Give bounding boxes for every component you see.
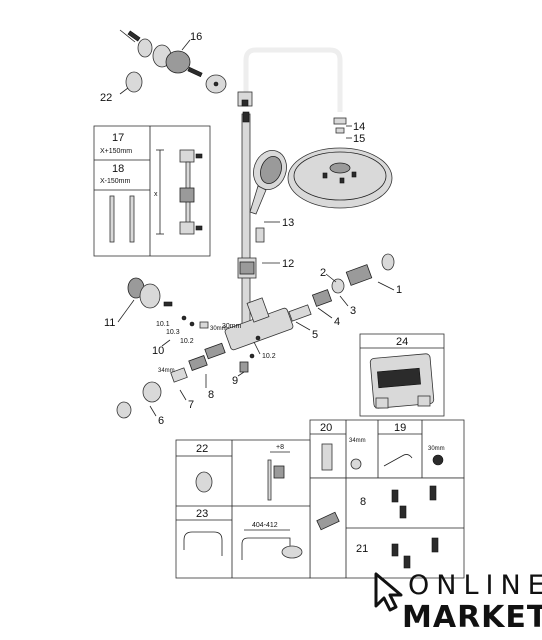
callout-22: 22: [100, 92, 112, 104]
parts-callout-21: 21: [356, 543, 368, 555]
service-callout-22: 22: [196, 443, 208, 455]
logo-text-market: MARKET: [402, 600, 542, 635]
wall-mount-assembly: [119, 29, 227, 95]
cursor-icon: [374, 572, 403, 612]
shelf-panel: [359, 333, 445, 417]
hand-shower: [249, 150, 287, 215]
callout-8: 8: [208, 389, 214, 401]
callout-12: 12: [282, 258, 294, 270]
left-connection-parts: [116, 277, 249, 419]
parts-callout-19: 19: [394, 422, 406, 434]
callout-10-2: 10.2: [180, 338, 194, 345]
callout-24: 24: [396, 336, 408, 348]
shower-arm: [237, 47, 347, 134]
extension-inset: [93, 125, 211, 257]
callout-15: 15: [353, 133, 365, 145]
callout-10: 10: [152, 345, 164, 357]
callout-6: 6: [158, 415, 164, 427]
callout-2: 2: [320, 267, 326, 279]
right-connection-parts: [288, 253, 395, 322]
inset-note-17: X+150mm: [100, 148, 132, 155]
callout-10-3: 10.3: [166, 329, 180, 336]
inset-x-label: x: [154, 191, 158, 198]
callout-16: 16: [190, 31, 202, 43]
inset-callout-17: 17: [112, 132, 124, 144]
inset-callout-18: 18: [112, 163, 124, 175]
dim-30mm: 30mm: [222, 323, 242, 330]
dim-30mm-b: 30mm: [210, 326, 227, 332]
callout-5: 5: [312, 329, 318, 341]
callout-7: 7: [188, 399, 194, 411]
callout-10-1: 10.1: [156, 321, 170, 328]
service-callout-23: 23: [196, 508, 208, 520]
inset-note-18: X-150mm: [100, 178, 131, 185]
parts-table: [309, 419, 465, 579]
callout-9: 9: [232, 375, 238, 387]
callout-13: 13: [282, 217, 294, 229]
thermostat-body: [224, 297, 294, 351]
callout-10-2b: 10.2: [262, 353, 276, 360]
service-dim-range: 404-412: [252, 522, 278, 529]
parts-callout-8: 8: [360, 496, 366, 508]
parts-dim-30mm: 30mm: [428, 446, 445, 452]
callout-4: 4: [334, 316, 340, 328]
service-table: [175, 439, 311, 579]
callout-1: 1: [396, 284, 402, 296]
dim-34mm: 34mm: [158, 368, 175, 374]
logo-text-online: ONLINE: [408, 570, 542, 601]
riser-rail: [237, 111, 265, 340]
callout-3: 3: [350, 305, 356, 317]
callout-11: 11: [104, 317, 115, 329]
parts-callout-20: 20: [320, 422, 332, 434]
parts-dim-34mm: 34mm: [349, 438, 366, 444]
callout-14: 14: [353, 121, 365, 133]
head-shower: [287, 147, 393, 209]
online-market-logo: ONLINE MARKET: [374, 570, 542, 636]
service-dim-plus8: +8: [276, 444, 284, 451]
